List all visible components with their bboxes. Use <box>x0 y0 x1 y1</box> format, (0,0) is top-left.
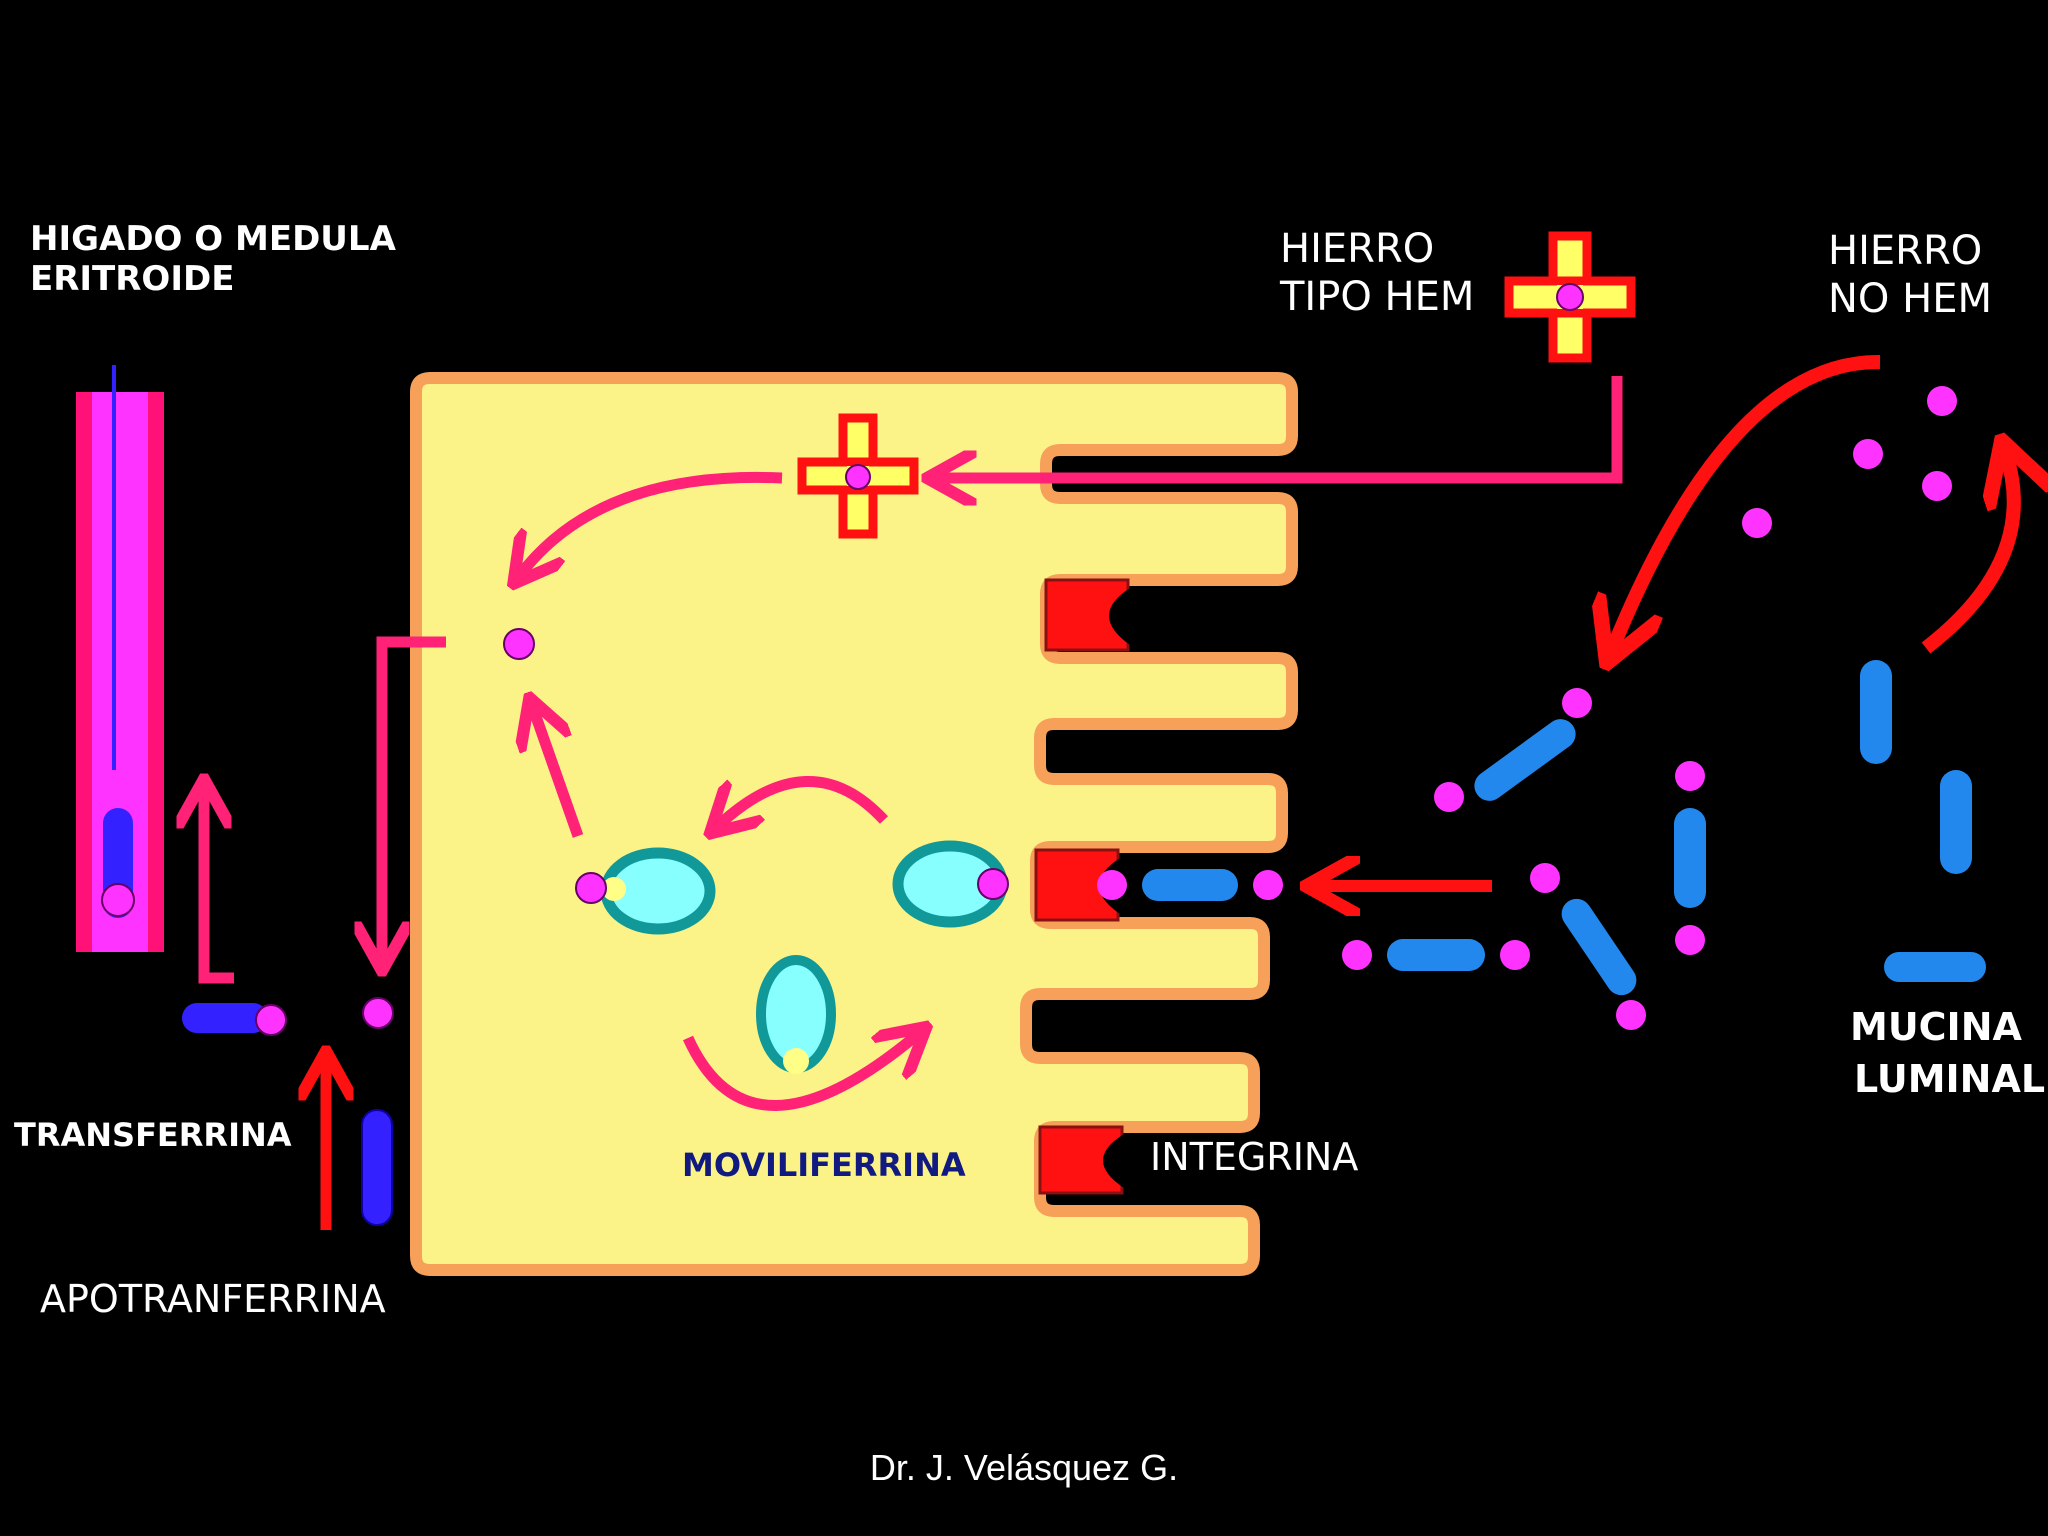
label-heme-line2: TIPO HEM <box>1279 274 1474 320</box>
label-integrin: INTEGRINA <box>1150 1135 1358 1179</box>
label-mucin-line2: LUMINAL <box>1854 1057 2045 1101</box>
iron-dot-released <box>362 997 394 1029</box>
mobilferrin-right <box>892 840 1009 928</box>
mucin-chain <box>1097 660 1986 1030</box>
label-nonheme-line2: NO HEM <box>1828 276 1992 322</box>
iron-dot-cytosol <box>503 628 535 660</box>
label-liver-line1: HIGADO O MEDULA <box>30 219 397 259</box>
arrow-mobilferrin-bottom-cycle <box>682 1034 918 1111</box>
arrow-mobilferrin-to-dot <box>533 708 584 838</box>
label-heme-line1: HIERRO <box>1280 226 1434 272</box>
integrin-receptor-lower <box>1038 1125 1124 1195</box>
arrow-heme-into-cell <box>938 376 1623 478</box>
iron-dot-transferrin <box>255 1004 287 1036</box>
arrow-heme-release <box>520 471 783 575</box>
liver-marrow-cell <box>76 365 164 952</box>
label-liver-line2: ERITROIDE <box>30 259 234 299</box>
apotransferrin-molecule <box>361 1109 393 1226</box>
heme-cross-outside <box>1504 231 1636 363</box>
label-mobilferrin: MOVILIFERRINA <box>682 1146 966 1184</box>
label-apotransferrin: APOTRANFERRINA <box>40 1277 386 1321</box>
heme-cross-inside <box>797 413 919 539</box>
label-transferrin: TRANSFERRINA <box>14 1116 292 1154</box>
transferrin-molecule <box>182 1003 268 1033</box>
enterocyte-cell <box>410 372 1298 1276</box>
mobilferrin-left <box>575 847 716 935</box>
mobilferrin-bottom <box>756 955 836 1074</box>
arrow-nonheme-down <box>1612 354 1881 650</box>
arrow-mucin-recycle <box>1921 454 2014 654</box>
author-credit: Dr. J. Velásquez G. <box>870 1447 1178 1488</box>
label-nonheme-line1: HIERRO <box>1828 228 1982 274</box>
label-mucin-line1: MUCINA <box>1850 1005 2023 1049</box>
integrin-receptor-upper <box>1044 578 1130 652</box>
arrow-iron-exit-cell <box>382 636 446 960</box>
arrow-transferrin-to-liver <box>204 790 234 984</box>
arrow-mobilferrin-top-cycle <box>718 775 889 826</box>
free-iron-dots <box>1742 386 1957 538</box>
